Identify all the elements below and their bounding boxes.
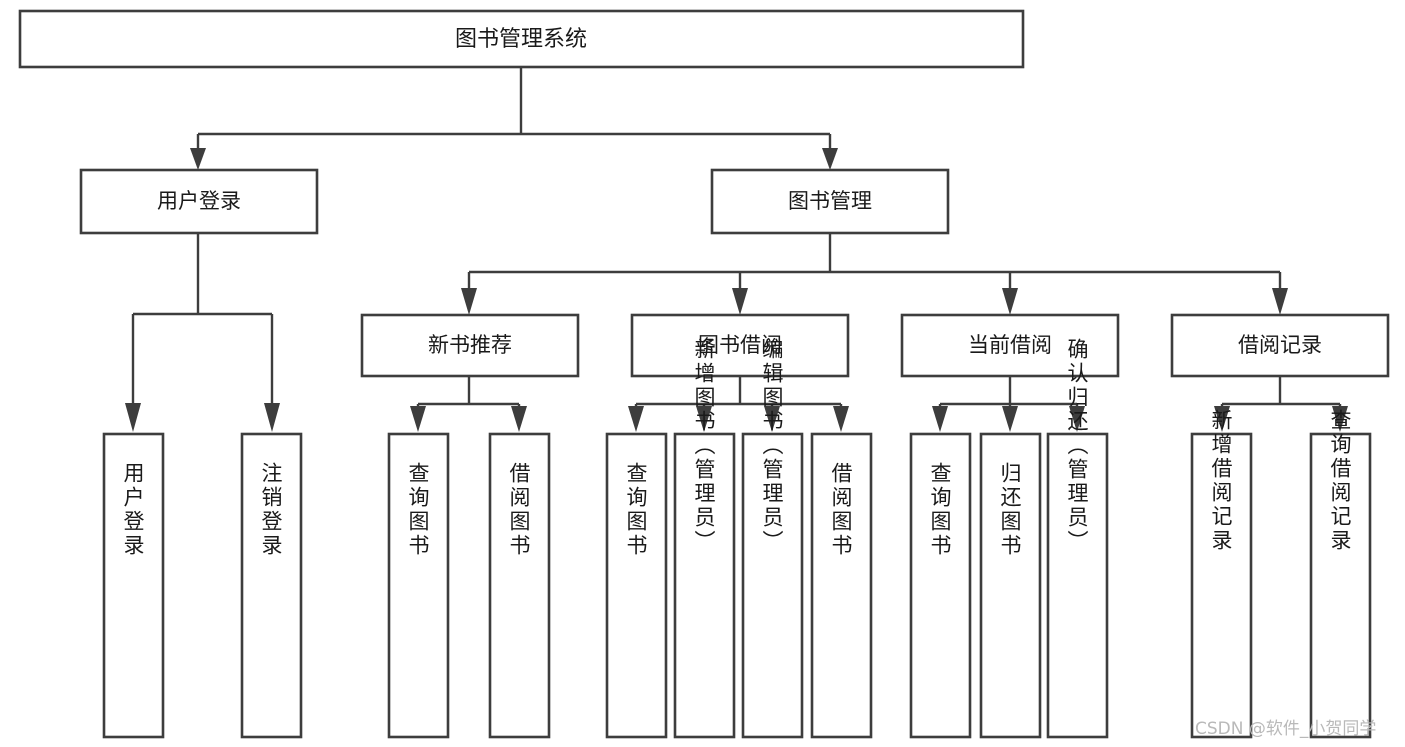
- node-borrow-record[interactable]: 借阅记录: [1170, 313, 1390, 378]
- node-leaf-query-book-1-box[interactable]: [387, 432, 450, 739]
- node-book-manage[interactable]: 图书管理: [710, 168, 950, 235]
- arrowhead-book-manage: [822, 148, 838, 170]
- node-leaf-user-login[interactable]: 用户登录: [102, 432, 165, 739]
- arrowhead-leaf-logout: [264, 403, 280, 432]
- node-new-book-recommend-box[interactable]: [360, 313, 580, 378]
- node-current-borrow-label: 当前借阅: [968, 333, 1052, 357]
- node-leaf-query-book-2-label: 查询图书: [624, 462, 648, 558]
- node-leaf-add-book[interactable]: 新增图书（管理员）: [673, 338, 736, 739]
- node-leaf-query-book-1-label: 查询图书: [406, 462, 430, 558]
- arrowhead-leaf-confirm-return: [1069, 406, 1085, 432]
- node-leaf-add-record-box[interactable]: [1190, 432, 1253, 739]
- node-new-book-recommend[interactable]: 新书推荐: [360, 313, 580, 378]
- arrowhead-user-login: [190, 148, 206, 170]
- node-leaf-query-book-3[interactable]: 查询图书: [909, 432, 972, 739]
- node-leaf-query-book-1[interactable]: 查询图书: [387, 432, 450, 739]
- node-root[interactable]: 图书管理系统: [18, 9, 1025, 69]
- node-leaf-borrow-book-1[interactable]: 借阅图书: [488, 432, 551, 739]
- node-leaf-borrow-book-1-label: 借阅图书: [507, 462, 531, 558]
- arrowhead-leaf-borrow-book-2: [833, 406, 849, 432]
- node-leaf-borrow-book-2[interactable]: 借阅图书: [810, 432, 873, 739]
- arrowhead-leaf-return-book: [1002, 406, 1018, 432]
- node-leaf-return-book[interactable]: 归还图书: [979, 432, 1042, 739]
- node-leaf-logout-box[interactable]: [240, 432, 303, 739]
- node-leaf-edit-book[interactable]: 编辑图书（管理员）: [741, 338, 804, 739]
- node-leaf-logout[interactable]: 注销登录: [240, 432, 303, 739]
- node-user-login[interactable]: 用户登录: [79, 168, 319, 235]
- node-leaf-confirm-return-label: 确认归还（管理员）: [1065, 338, 1089, 554]
- csdn-watermark: CSDN @软件_小贺同学: [1195, 719, 1376, 739]
- node-leaf-query-record-box[interactable]: [1309, 432, 1372, 739]
- arrowhead-leaf-borrow-book-1: [511, 406, 527, 432]
- node-user-login-label: 用户登录: [157, 189, 241, 213]
- node-leaf-query-book-2-box[interactable]: [605, 432, 668, 739]
- node-new-book-recommend-label: 新书推荐: [428, 333, 512, 357]
- node-leaf-add-book-label: 新增图书（管理员）: [692, 338, 716, 554]
- arrowhead-borrow-record: [1272, 288, 1288, 315]
- node-leaf-add-book-box[interactable]: [673, 432, 736, 739]
- connector-layer: [125, 67, 1348, 432]
- node-leaf-query-record-label: 查询借阅记录: [1328, 409, 1352, 553]
- node-leaf-user-login-box[interactable]: [102, 432, 165, 739]
- node-book-manage-box[interactable]: [710, 168, 950, 235]
- node-book-manage-label: 图书管理: [788, 189, 872, 213]
- node-leaf-logout-label: 注销登录: [259, 462, 283, 558]
- node-book-borrow-box[interactable]: [630, 313, 850, 378]
- node-leaf-confirm-return-box[interactable]: [1046, 432, 1109, 739]
- node-leaf-query-book-3-label: 查询图书: [928, 462, 952, 558]
- node-leaf-user-login-label: 用户登录: [121, 462, 145, 558]
- arrowhead-leaf-query-record: [1332, 406, 1348, 432]
- node-root-label: 图书管理系统: [455, 27, 587, 52]
- node-leaf-query-book-2[interactable]: 查询图书: [605, 432, 668, 739]
- arrowhead-leaf-add-book: [696, 406, 712, 432]
- arrowhead-leaf-edit-book: [764, 406, 780, 432]
- node-current-borrow[interactable]: 当前借阅: [900, 313, 1120, 378]
- node-leaf-borrow-book-2-label: 借阅图书: [829, 462, 853, 558]
- node-leaf-confirm-return[interactable]: 确认归还（管理员）: [1046, 338, 1109, 739]
- arrowhead-leaf-user-login: [125, 403, 141, 432]
- node-leaf-add-record-label: 新增借阅记录: [1209, 409, 1233, 553]
- arrowhead-book-borrow: [732, 288, 748, 315]
- arrowhead-leaf-add-record: [1214, 406, 1230, 432]
- node-root-box[interactable]: [18, 9, 1025, 69]
- node-leaf-edit-book-label: 编辑图书（管理员）: [760, 338, 784, 554]
- arrowhead-leaf-query-book-2: [628, 406, 644, 432]
- node-leaf-query-book-3-box[interactable]: [909, 432, 972, 739]
- node-leaf-query-record[interactable]: 查询借阅记录: [1309, 409, 1372, 739]
- node-book-borrow-label: 图书借阅: [698, 333, 782, 357]
- node-leaf-borrow-book-2-box[interactable]: [810, 432, 873, 739]
- node-leaf-add-record[interactable]: 新增借阅记录: [1190, 409, 1253, 739]
- node-leaf-borrow-book-1-box[interactable]: [488, 432, 551, 739]
- node-leaf-edit-book-box[interactable]: [741, 432, 804, 739]
- arrowhead-new-book-recommend: [461, 288, 477, 315]
- node-book-borrow[interactable]: 图书借阅: [630, 313, 850, 378]
- node-current-borrow-box[interactable]: [900, 313, 1120, 378]
- node-leaf-return-book-box[interactable]: [979, 432, 1042, 739]
- node-leaf-return-book-label: 归还图书: [998, 462, 1022, 558]
- arrowhead-current-borrow: [1002, 288, 1018, 315]
- node-borrow-record-label: 借阅记录: [1238, 333, 1322, 357]
- node-borrow-record-box[interactable]: [1170, 313, 1390, 378]
- node-user-login-box[interactable]: [79, 168, 319, 235]
- arrowhead-leaf-query-book-1: [410, 406, 426, 432]
- arrowhead-leaf-query-book-3: [932, 406, 948, 432]
